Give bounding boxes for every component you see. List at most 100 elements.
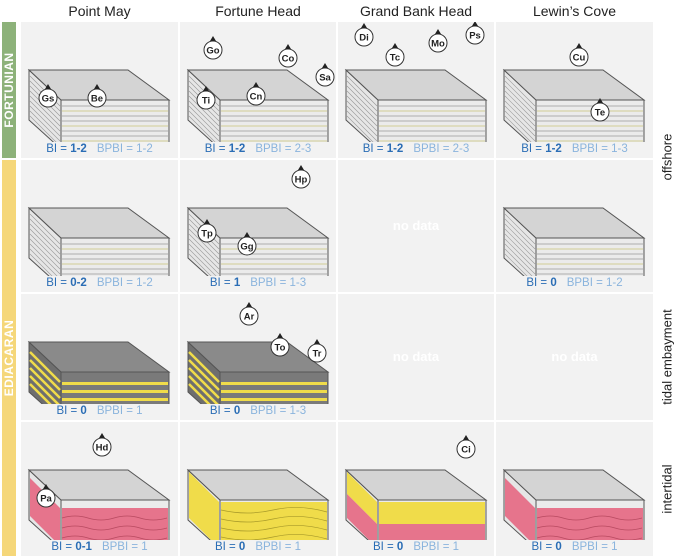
trace-fossil-ps: Ps: [465, 22, 485, 45]
bpbi-value: BPBI = 1: [96, 405, 143, 417]
pointer-arrow-icon: [472, 22, 478, 26]
bpbi-value: BPBI = 1: [413, 541, 460, 553]
sediment-block: [502, 68, 646, 142]
trace-fossil-sa: Sa: [315, 63, 335, 87]
sediment-block: [344, 68, 488, 142]
trace-fossil-go: Go: [203, 36, 223, 60]
block-top-face: [27, 341, 171, 373]
block-top-face: [186, 69, 330, 101]
sand-layer: [221, 502, 327, 540]
trace-label-text: Ar: [244, 312, 255, 323]
trace-fossil-be: Be: [87, 84, 107, 108]
bi-value: BI = 0: [526, 277, 557, 289]
trace-fossil-co: Co: [278, 44, 298, 68]
cell-row2-col3: no data: [338, 160, 494, 292]
sand-bed: [221, 382, 327, 385]
trace-label-text: Go: [206, 46, 219, 57]
column-header-fortune-head: Fortune Head: [215, 3, 301, 19]
trace-label-text: Hd: [96, 443, 109, 454]
block-top-face: [186, 341, 330, 373]
sand-layer: [379, 502, 485, 524]
block-diagram: [27, 340, 171, 404]
block-top-face: [502, 69, 646, 101]
bi-value: BI = 0-2: [46, 277, 87, 289]
era-ediacaran-label: EDIACARAN: [2, 319, 16, 397]
bedding-lines: [188, 351, 327, 404]
pointer-arrow-icon: [463, 435, 469, 440]
pointer-arrow-icon: [99, 433, 105, 438]
bedding-lines: [346, 75, 485, 142]
trace-fossil-tr: Tr: [307, 339, 327, 363]
bedding-lines: [30, 478, 168, 540]
trace-label-text: Ti: [202, 96, 210, 107]
environment-intertidal: intertidal: [655, 422, 679, 556]
sediment-block: [502, 468, 646, 540]
sediment-block: [186, 68, 330, 142]
trace-label-text: Tc: [390, 53, 400, 64]
trace-label-text: Cn: [250, 92, 263, 103]
sediment-block: [27, 468, 171, 540]
block-top-face: [344, 69, 488, 101]
bedding-lines: [504, 75, 643, 142]
bedding-lines: [188, 213, 327, 276]
bedding-lines: [505, 478, 643, 540]
trace-label-text: Tr: [313, 349, 322, 360]
sediment-block: [186, 340, 330, 404]
era-fortunian-label: FORTUNIAN: [2, 52, 16, 128]
no-data-label: no data: [551, 349, 598, 364]
pointer-arrow-icon: [392, 43, 398, 48]
sediment-block: [27, 206, 171, 276]
no-data-label: no data: [392, 349, 440, 364]
block-diagram: Gs Be: [27, 68, 171, 142]
block-top-face: [502, 469, 646, 501]
pointer-arrow-icon: [277, 333, 283, 338]
block-diagram: [502, 206, 646, 276]
trace-fossil-hd: Hd: [92, 433, 112, 457]
bi-value: BI = 1-2: [362, 143, 404, 155]
pointer-arrow-icon: [94, 84, 100, 89]
bi-value: BI = 0-1: [51, 541, 92, 553]
trace-label-text: Be: [91, 94, 103, 105]
no-data-label: no data: [392, 218, 440, 233]
trace-fossil-hp: Hp: [291, 165, 311, 189]
trace-label-text: Cu: [573, 53, 586, 64]
pointer-arrow-icon: [298, 165, 304, 170]
trace-fossil-te: Te: [590, 98, 610, 122]
trace-label-text: To: [275, 343, 286, 354]
cell-row3-col4: no data: [496, 294, 653, 420]
trace-label-text: Gs: [42, 94, 55, 105]
pointer-arrow-icon: [203, 86, 209, 91]
trace-label-text: Hp: [295, 175, 308, 186]
bi-value: BI = 0: [531, 541, 562, 553]
trace-label-text: Ci: [461, 445, 471, 456]
column-header-point-may: Point May: [68, 3, 131, 19]
pointer-arrow-icon: [435, 29, 441, 34]
bpbi-value: BPBI = 1: [255, 541, 302, 553]
mud-layer: [62, 508, 168, 540]
pointer-arrow-icon: [43, 484, 49, 489]
environment-tidal-embayment-label: tidal embayment: [659, 309, 675, 405]
bedding-lines: [29, 351, 168, 404]
pointer-arrow-icon: [210, 36, 216, 41]
environment-tidal-embayment: tidal embayment: [655, 294, 679, 420]
bpbi-value: BPBI = 1-3: [250, 277, 307, 289]
column-header-lewins-cove: Lewin’s Cove: [532, 3, 616, 19]
era-ediacaran-bar: EDIACARAN: [2, 160, 16, 556]
trace-label-text: Mo: [431, 39, 445, 50]
trace-label-text: Sa: [319, 73, 331, 84]
bedding-lines: [29, 213, 168, 276]
block-diagram: [502, 468, 646, 540]
